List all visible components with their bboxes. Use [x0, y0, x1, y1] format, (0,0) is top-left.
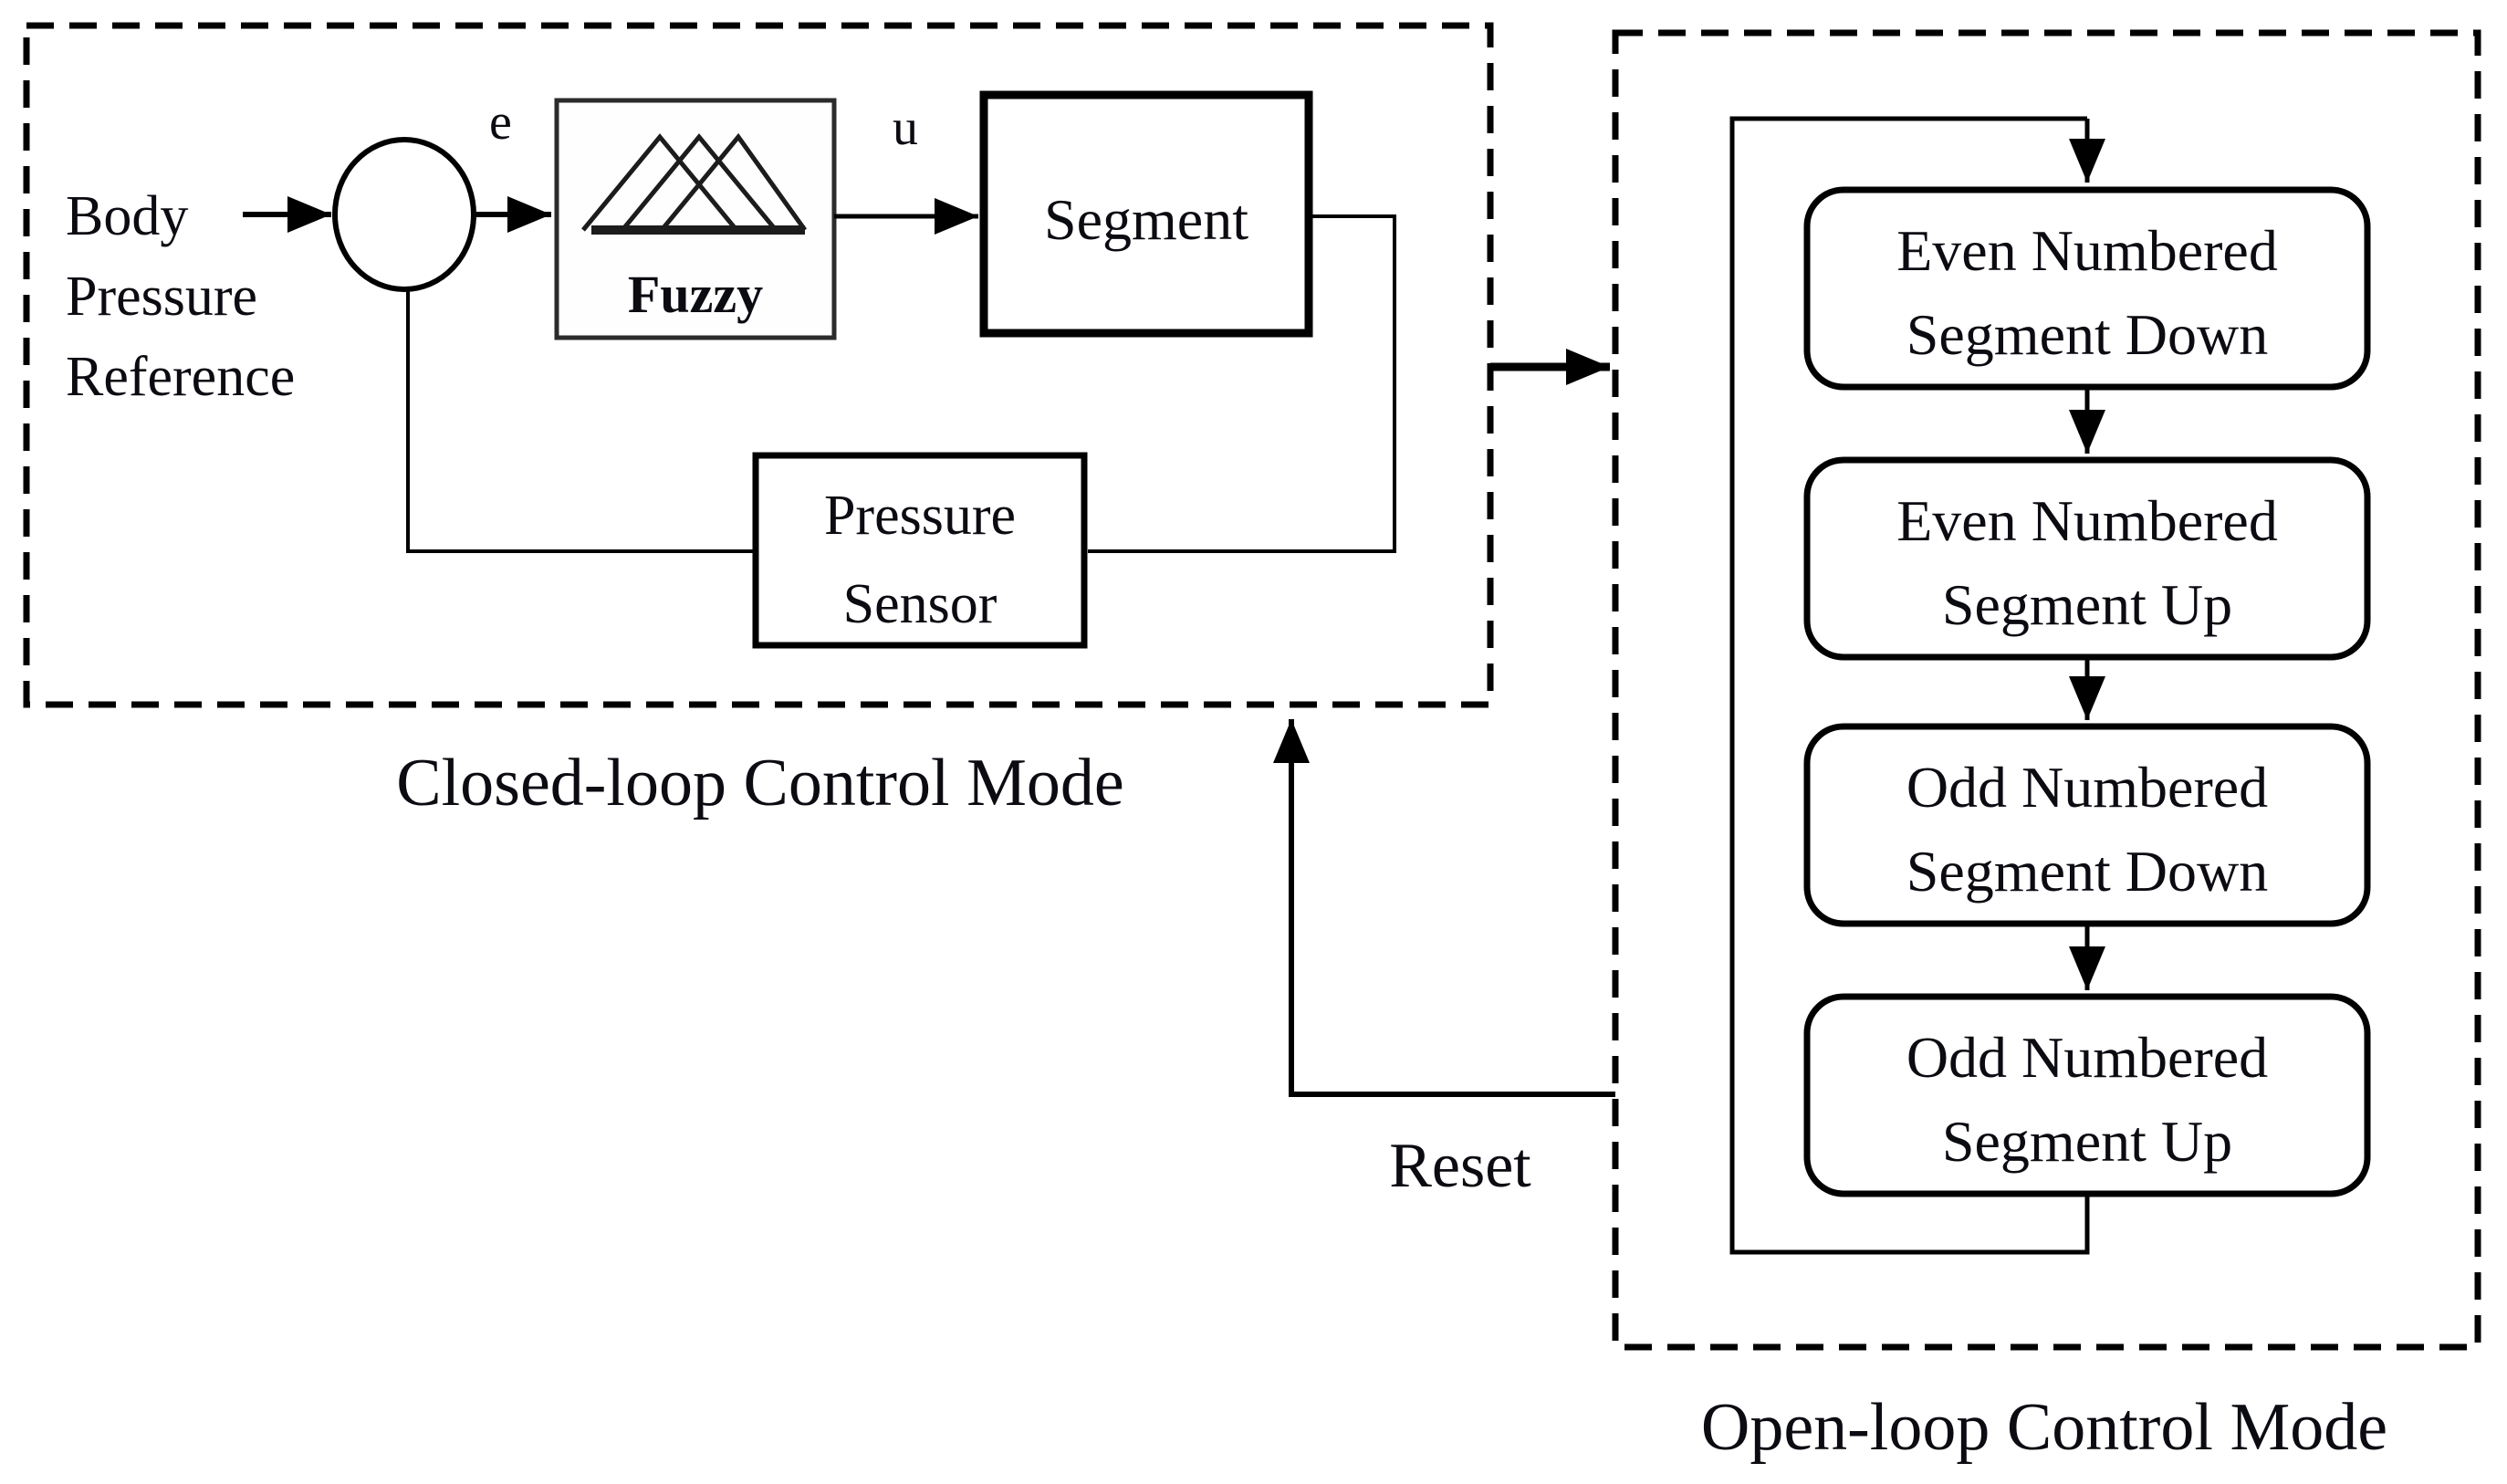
pressure-sensor-label-line2: Sensor: [843, 573, 998, 635]
step2-label-line2: Segment Up: [1942, 572, 2232, 637]
step-box-odd-segment-up: Odd Numbered Segment Up: [1803, 993, 2371, 1197]
input-label-line2: Pressure: [66, 266, 257, 328]
step1-label-line1: Even Numbered: [1896, 218, 2278, 283]
closed-loop-caption: Closed-loop Control Mode: [396, 746, 1124, 820]
segment-block: Segment: [979, 90, 1313, 338]
body-pressure-reference-label: Body Pressure Reference: [66, 185, 295, 408]
step4-label-line1: Odd Numbered: [1906, 1025, 2268, 1090]
step2-label-line1: Even Numbered: [1896, 488, 2278, 553]
reset-label: Reset: [1389, 1131, 1531, 1201]
step3-label-line2: Segment Down: [1906, 839, 2268, 904]
step-box-odd-segment-down: Odd Numbered Segment Down: [1803, 723, 2371, 927]
step-box-even-segment-down: Even Numbered Segment Down: [1803, 186, 2371, 391]
error-signal-label: e: [489, 94, 512, 151]
summing-junction: [332, 137, 476, 292]
pressure-sensor-label-line1: Pressure: [824, 485, 1016, 547]
control-signal-label: u: [893, 99, 918, 156]
fuzzy-block-caption: Fuzzy: [628, 265, 763, 324]
step1-label-line2: Segment Down: [1906, 302, 2268, 367]
sequence-loop-line: [1729, 116, 2090, 1255]
step4-label-line2: Segment Up: [1942, 1109, 2232, 1174]
segment-block-frame: [979, 90, 1313, 338]
step-box-frame: [1803, 993, 2371, 1197]
pressure-sensor-frame: [752, 452, 1088, 649]
open-loop-caption: Open-loop Control Mode: [1701, 1390, 2387, 1465]
step3-label-line1: Odd Numbered: [1906, 755, 2268, 820]
segment-output-line: [1088, 214, 1396, 553]
pressure-sensor-block: Pressure Sensor: [752, 452, 1088, 649]
fuzzy-membership-icon: [581, 132, 808, 235]
input-label-line3: Reference: [66, 346, 295, 408]
step-box-even-segment-up: Even Numbered Segment Up: [1803, 456, 2371, 661]
reset-arrow: [1273, 719, 1615, 1097]
segment-block-label: Segment: [1044, 187, 1248, 252]
input-label-line1: Body: [66, 185, 188, 247]
fuzzy-controller-block: Fuzzy: [554, 98, 837, 340]
open-loop-boundary: [1612, 29, 2481, 1351]
feedback-line: [406, 291, 756, 553]
